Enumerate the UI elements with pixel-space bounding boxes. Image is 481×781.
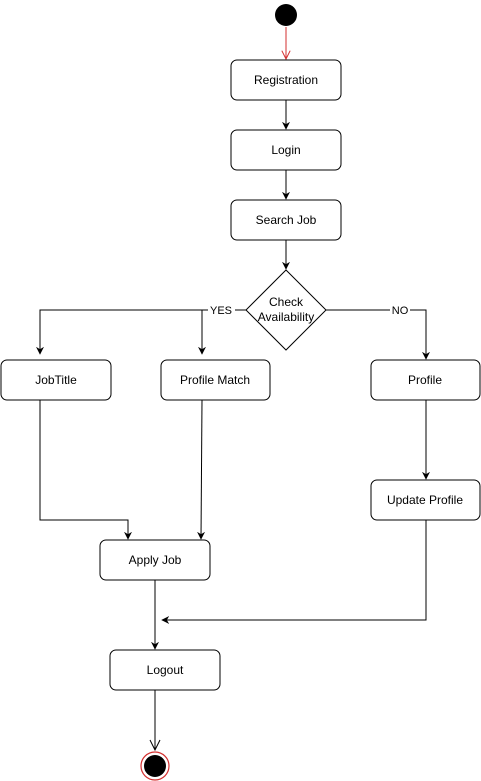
node-update-profile-label: Update Profile [387,493,463,507]
edge-yes-jobtitle [36,309,246,355]
edge-no-profile [326,309,430,360]
edge-jobtitle-apply [39,400,132,540]
node-profile[interactable]: Profile [370,359,481,401]
node-jobtitle-label: JobTitle [35,373,77,387]
node-jobtitle[interactable]: JobTitle [0,359,112,401]
start-node [275,4,297,26]
node-search-job-label: Search Job [256,213,317,227]
node-update-profile[interactable]: Update Profile [370,479,481,521]
node-login-label: Login [271,143,300,157]
node-profile-match-label: Profile Match [180,373,250,387]
decision-label-line2: Availability [258,310,314,324]
edge-profilematch-apply [197,399,206,540]
edge-yes-label: YES [210,305,232,317]
edge-update-logout [161,520,427,624]
edge-no-label-bg [390,303,410,317]
node-apply-job[interactable]: Apply Job [99,539,211,581]
node-profile-label: Profile [408,373,442,387]
node-search-job[interactable]: Search Job [230,199,342,241]
decision-label-line1: Check [269,295,304,309]
end-node [140,751,170,781]
node-logout[interactable]: Logout [109,649,221,691]
node-registration[interactable]: Registration [230,59,342,101]
edge-no-label: NO [392,305,409,317]
edge-yes-label-bg [208,303,235,317]
node-logout-label: Logout [147,663,184,677]
decision-check-availability[interactable]: Check Availability [245,269,327,351]
node-apply-job-label: Apply Job [129,553,182,567]
node-registration-label: Registration [254,73,318,87]
node-profile-match[interactable]: Profile Match [160,359,271,401]
node-login[interactable]: Login [230,129,342,171]
